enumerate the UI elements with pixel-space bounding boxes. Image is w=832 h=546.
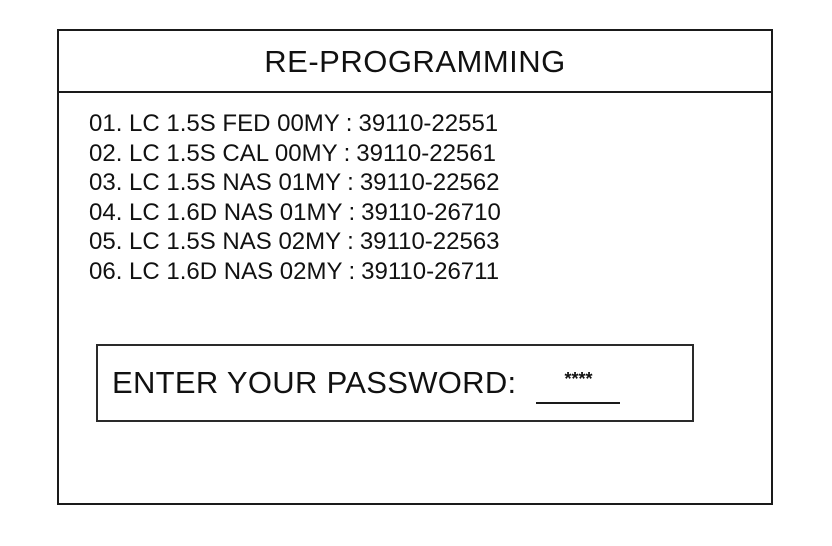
program-index: 04.	[89, 198, 123, 226]
password-input[interactable]: ****	[536, 366, 621, 404]
program-model: LC 1.6D NAS 02MY	[129, 257, 343, 285]
separator-colon: :	[345, 110, 353, 137]
program-item-06[interactable]: 06. LC 1.6D NAS 02MY:39110-26711	[89, 257, 501, 287]
separator-colon: :	[347, 169, 354, 196]
program-part-number: 39110-22563	[359, 228, 500, 255]
program-index: 06.	[89, 257, 123, 285]
program-item-01[interactable]: 01. LC 1.5S FED 00MY:39110-22551	[89, 109, 501, 139]
program-model: LC 1.5S NAS 01MY	[129, 169, 342, 196]
password-label: ENTER YOUR PASSWORD:	[112, 365, 517, 400]
reprogramming-screen: RE-PROGRAMMING 01. LC 1.5S FED 00MY:3911…	[57, 29, 773, 505]
program-model: LC 1.5S FED 00MY	[129, 110, 340, 137]
program-model: LC 1.5S CAL 00MY	[129, 139, 338, 167]
password-prompt-box: ENTER YOUR PASSWORD: ****	[96, 344, 694, 422]
program-index: 03.	[89, 169, 123, 196]
program-index: 05.	[89, 228, 123, 255]
program-part-number: 39110-22551	[358, 110, 499, 137]
program-model: LC 1.6D NAS 01MY	[129, 198, 343, 226]
program-model: LC 1.5S NAS 02MY	[129, 228, 342, 255]
program-item-02[interactable]: 02. LC 1.5S CAL 00MY:39110-22561	[89, 139, 501, 169]
program-item-05[interactable]: 05. LC 1.5S NAS 02MY:39110-22563	[89, 227, 501, 257]
program-part-number: 39110-22562	[359, 169, 500, 196]
screen-title: RE-PROGRAMMING	[264, 44, 566, 79]
program-list: 01. LC 1.5S FED 00MY:39110-22551 02. LC …	[89, 109, 501, 286]
separator-colon: :	[343, 139, 351, 167]
program-item-03[interactable]: 03. LC 1.5S NAS 01MY:39110-22562	[89, 168, 501, 198]
title-bar: RE-PROGRAMMING	[59, 31, 771, 93]
program-part-number: 39110-26710	[361, 198, 501, 226]
program-part-number: 39110-22561	[356, 139, 496, 167]
separator-colon: :	[347, 228, 354, 255]
separator-colon: :	[348, 198, 356, 226]
program-index: 01.	[89, 110, 123, 137]
separator-colon: :	[348, 257, 356, 285]
program-item-04[interactable]: 04. LC 1.6D NAS 01MY:39110-26710	[89, 198, 501, 228]
program-part-number: 39110-26711	[361, 257, 500, 285]
program-index: 02.	[89, 139, 123, 167]
